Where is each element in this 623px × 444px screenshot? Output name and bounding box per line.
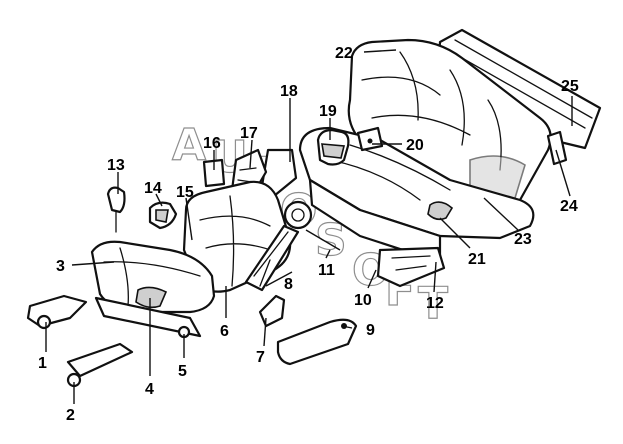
headrest xyxy=(316,128,350,166)
callout-8: 8 xyxy=(284,276,293,293)
callout-20: 20 xyxy=(406,137,424,154)
callout-24: 24 xyxy=(560,198,578,215)
callout-13: 13 xyxy=(107,157,125,174)
headrest-clip xyxy=(356,126,384,152)
front-seat-rails xyxy=(26,294,202,339)
callout-19: 19 xyxy=(319,103,337,120)
callout-9: 9 xyxy=(366,322,375,339)
callout-7: 7 xyxy=(256,349,265,366)
callout-14: 14 xyxy=(144,180,162,197)
callout-6: 6 xyxy=(220,323,229,340)
callout-12: 12 xyxy=(426,295,444,312)
callout-17: 17 xyxy=(240,125,258,142)
callout-15: 15 xyxy=(176,184,194,201)
callout-5: 5 xyxy=(178,363,187,380)
callout-4: 4 xyxy=(145,381,154,398)
headrest-stay xyxy=(106,186,126,233)
callout-1: 1 xyxy=(38,355,47,372)
watermark-letter: T xyxy=(418,278,448,329)
seat-bracket-rod xyxy=(244,224,341,292)
callout-10: 10 xyxy=(354,292,372,309)
seat-frame-latch xyxy=(376,246,446,288)
callout-3: 3 xyxy=(56,258,65,275)
callout-22: 22 xyxy=(335,45,353,62)
callout-2: 2 xyxy=(66,407,75,424)
front-seat-cushion xyxy=(90,240,216,314)
leader-lines xyxy=(45,49,573,404)
callout-25: 25 xyxy=(561,78,579,95)
callout-21: 21 xyxy=(468,251,486,268)
callout-11: 11 xyxy=(318,262,335,279)
callout-23: 23 xyxy=(514,231,532,248)
seat-slide xyxy=(66,342,134,388)
seat-lever xyxy=(148,201,178,230)
watermark-letter: A xyxy=(172,120,206,171)
stay-bracket xyxy=(546,130,568,166)
callout-16: 16 xyxy=(203,135,221,152)
small-bracket xyxy=(258,294,286,328)
callout-18: 18 xyxy=(280,83,298,100)
callout-labels: 1 2 3 4 5 6 7 8 9 10 11 12 13 14 15 16 1… xyxy=(38,45,579,424)
